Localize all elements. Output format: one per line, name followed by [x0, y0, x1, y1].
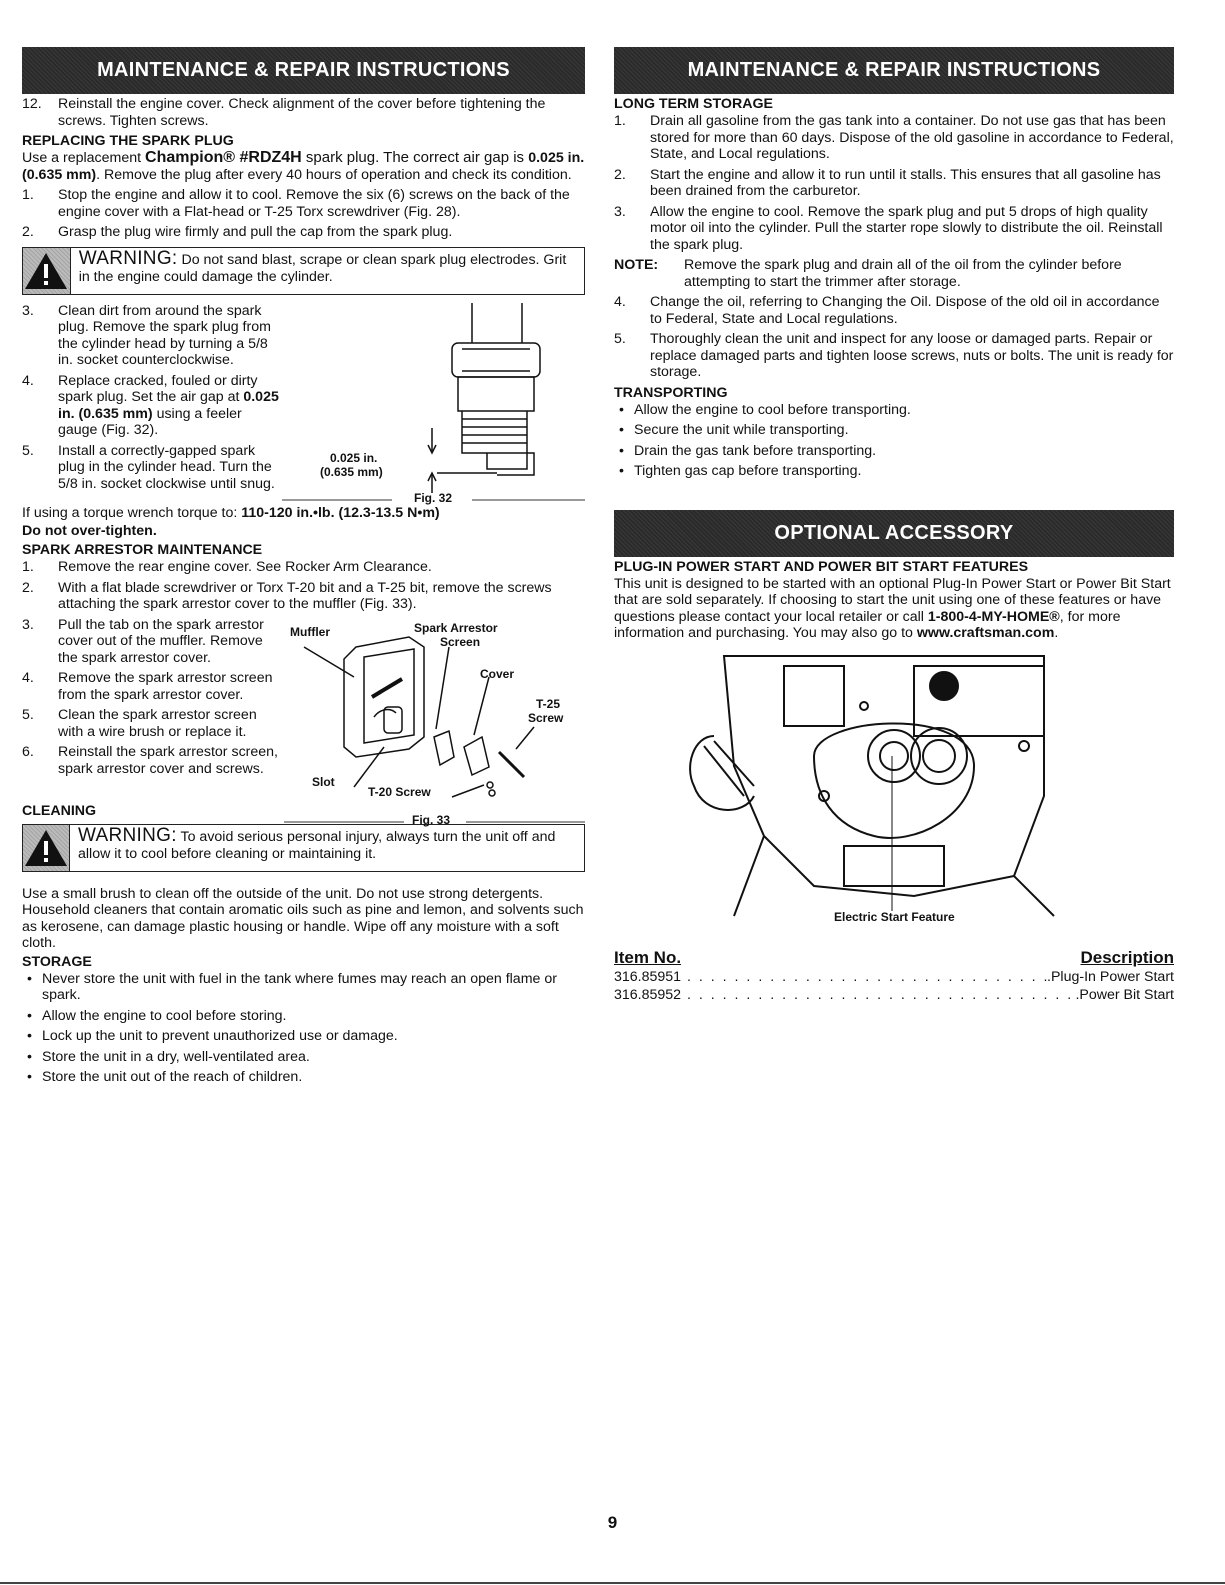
- list-item: 1.Stop the engine and allow it to cool. …: [22, 187, 570, 220]
- left-column: MAINTENANCE & REPAIR INSTRUCTIONS 12. Re…: [22, 47, 585, 1090]
- figure-caption: Fig. 32: [414, 490, 453, 505]
- leader-dots: . . . . . . . . . . . . . . . . . . . . …: [687, 968, 1047, 985]
- slot-label: Slot: [312, 774, 335, 789]
- section-heading: PLUG-IN POWER START AND POWER BIT START …: [614, 558, 1029, 575]
- list-item: Store the unit in a dry, well-ventilated…: [22, 1049, 585, 1066]
- numbered-list: 1.Stop the engine and allow it to cool. …: [22, 187, 585, 241]
- figure-33: Muffler Spark Arrestor Screen Cover T-25…: [284, 617, 585, 837]
- accessory-paragraph: This unit is designed to be started with…: [614, 575, 1171, 642]
- warning-box: WARNING: Do not sand blast, scrape or cl…: [22, 246, 585, 295]
- list-item: 4.Change the oil, referring to Changing …: [614, 294, 1160, 327]
- list-item: 4.Remove the spark arrestor screen from …: [22, 670, 273, 703]
- list-item: 12. Reinstall the engine cover. Check al…: [22, 96, 585, 129]
- section-heading: LONG TERM STORAGE: [614, 96, 773, 112]
- list-item: Drain the gas tank before transporting.: [614, 443, 1174, 460]
- numbered-list: 1.Remove the rear engine cover. See Rock…: [22, 559, 585, 613]
- section-heading: CLEANING: [22, 802, 97, 819]
- list-item: Never store the unit with fuel in the ta…: [22, 971, 585, 1004]
- list-item: 2.Start the engine and allow it to run u…: [614, 166, 1161, 200]
- list-item: 3.Clean dirt from around the spark plug.…: [22, 302, 271, 369]
- table-row: 316.85952 . . . . . . . . . . . . . . . …: [614, 986, 1174, 1004]
- right-column: MAINTENANCE & REPAIR INSTRUCTIONS LONG T…: [614, 47, 1174, 1004]
- list-item: Store the unit out of the reach of child…: [22, 1069, 585, 1086]
- t25-label: T-25: [536, 696, 561, 711]
- numbered-list: 4.Change the oil, referring to Changing …: [614, 294, 1174, 381]
- figure-caption: Fig. 33: [412, 812, 451, 827]
- list-item: Tighten gas cap before transporting.: [614, 463, 1174, 480]
- spark-plug-row: 3.Clean dirt from around the spark plug.…: [22, 302, 585, 505]
- figure-caption: Electric Start Feature: [834, 909, 955, 924]
- figure-32: 0.025 in. (0.635 mm) Fig. 32: [282, 302, 585, 505]
- list-item: 1.Drain all gasoline from the gas tank i…: [614, 113, 1174, 162]
- leader-dots: . . . . . . . . . . . . . . . . . . . . …: [687, 986, 1075, 1003]
- list-item: 2.With a flat blade screwdriver or Torx …: [22, 579, 552, 613]
- list-item: 4.Replace cracked, fouled or dirty spark…: [22, 372, 279, 439]
- warning-text: WARNING: To avoid serious personal injur…: [78, 824, 556, 862]
- item-description: .Plug-In Power Start: [1047, 968, 1174, 985]
- warning-text: WARNING: Do not sand blast, scrape or cl…: [78, 247, 567, 285]
- list-item: 5.Install a correctly-gapped spark plug …: [22, 442, 275, 492]
- no-overtighten-note: Do not over-tighten.: [22, 523, 157, 539]
- bottom-rule: [0, 1582, 1225, 1584]
- item-text: Reinstall the engine cover. Check alignm…: [58, 96, 546, 129]
- accessory-banner: OPTIONAL ACCESSORY: [614, 509, 1174, 557]
- list-item: 5.Clean the spark arrestor screen with a…: [22, 707, 257, 740]
- spark-arrestor-diagram: [284, 635, 585, 822]
- engine-illustration: [689, 654, 1055, 917]
- bullet-list: Never store the unit with fuel in the ta…: [22, 971, 585, 1086]
- electric-start-figure: Electric Start Feature: [614, 646, 1174, 926]
- screen-label: Spark Arrestor: [414, 620, 498, 635]
- numbered-list: 3.Pull the tab on the spark arrestor cov…: [22, 617, 284, 837]
- table-header: Item No. Description: [614, 948, 1174, 968]
- list-item: Allow the engine to cool before transpor…: [614, 402, 1174, 419]
- note: NOTE: Remove the spark plug and drain al…: [614, 257, 1122, 290]
- list-item: Allow the engine to cool before storing.: [22, 1008, 585, 1025]
- section-heading: TRANSPORTING: [614, 384, 728, 401]
- list-item: Secure the unit while transporting.: [614, 422, 1174, 439]
- torque-text: If using a torque wrench torque to: 110-…: [22, 504, 440, 521]
- gap-label-mm: (0.635 mm): [320, 464, 383, 479]
- section-banner: MAINTENANCE & REPAIR INSTRUCTIONS: [614, 47, 1174, 94]
- item-description: .Power Bit Start: [1075, 986, 1174, 1003]
- paragraph: Use a replacement Champion® #RDZ4H spark…: [22, 149, 585, 183]
- bullet-list: Allow the engine to cool before transpor…: [614, 402, 1174, 480]
- cover-label: Cover: [480, 666, 515, 681]
- list-item: 1.Remove the rear engine cover. See Rock…: [22, 559, 432, 575]
- item-number: 316.85951: [614, 968, 682, 985]
- warning-icon: [23, 824, 70, 871]
- warning-icon: [23, 247, 71, 294]
- section-heading: STORAGE: [22, 953, 92, 970]
- list-item: 3.Allow the engine to cool. Remove the s…: [614, 203, 1163, 253]
- column-item-no: Item No.: [614, 947, 682, 967]
- screen-label-2: Screen: [440, 634, 481, 649]
- cleaning-paragraph: Use a small brush to clean off the outsi…: [22, 885, 584, 952]
- t25-label-2: Screw: [528, 710, 564, 725]
- list-item: Lock up the unit to prevent unauthorized…: [22, 1028, 585, 1045]
- list-item: 6.Reinstall the spark arrestor screen, s…: [22, 744, 278, 777]
- section-banner: MAINTENANCE & REPAIR INSTRUCTIONS: [22, 47, 585, 94]
- spark-plug-diagram: [282, 302, 585, 500]
- accessory-items-table: Item No. Description 316.85951 . . . . .…: [614, 948, 1174, 1004]
- page-number: 9: [607, 1513, 618, 1532]
- numbered-list: 1.Drain all gasoline from the gas tank i…: [614, 113, 1174, 253]
- gap-label-in: 0.025 in.: [330, 450, 378, 465]
- list-item: 5.Thoroughly clean the unit and inspect …: [614, 331, 1174, 380]
- arrestor-row: 3.Pull the tab on the spark arrestor cov…: [22, 617, 585, 837]
- muffler-label: Muffler: [290, 624, 330, 639]
- column-description: Description: [1080, 947, 1174, 967]
- section-heading: REPLACING THE SPARK PLUG: [22, 133, 234, 149]
- warning-box: WARNING: To avoid serious personal injur…: [22, 823, 585, 872]
- item-number: 316.85952: [614, 986, 682, 1003]
- list-item: 3.Pull the tab on the spark arrestor cov…: [22, 616, 264, 666]
- section-heading: SPARK ARRESTOR MAINTENANCE: [22, 542, 263, 558]
- item-number: 12.: [22, 96, 42, 112]
- numbered-list: 3.Clean dirt from around the spark plug.…: [22, 303, 282, 503]
- table-row: 316.85951 . . . . . . . . . . . . . . . …: [614, 968, 1174, 986]
- list-item: 2.Grasp the plug wire firmly and pull th…: [22, 224, 453, 240]
- t20-label: T-20 Screw: [368, 784, 431, 799]
